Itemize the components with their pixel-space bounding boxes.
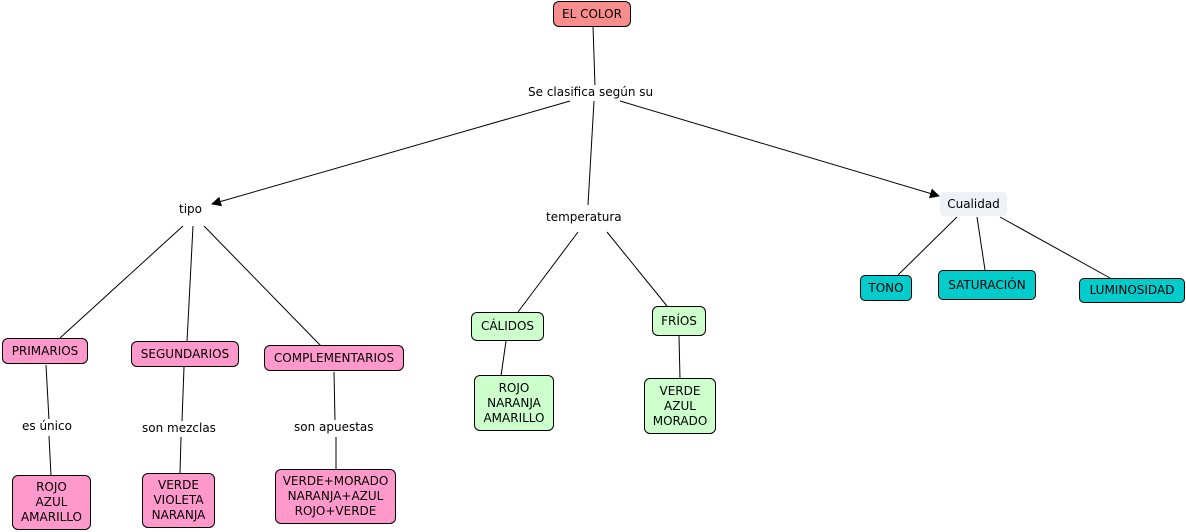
edge-segundarios-link: [181, 366, 185, 422]
segundarios-node[interactable]: SEGUNDARIOS: [131, 341, 239, 367]
root-node[interactable]: EL COLOR: [553, 1, 631, 27]
tipo-concept[interactable]: tipo: [177, 202, 204, 217]
calidos-items[interactable]: ROJO NARANJA AMARILLO: [474, 375, 554, 431]
edge-cualidad-saturacion: [976, 216, 986, 271]
tono-node[interactable]: TONO: [860, 275, 912, 301]
edge-temperatura-frios: [606, 231, 668, 307]
calidos-node[interactable]: CÁLIDOS: [471, 312, 544, 341]
saturacion-node[interactable]: SATURACIÓN: [938, 270, 1036, 300]
complementarios-node[interactable]: COMPLEMENTARIOS: [264, 345, 404, 371]
edge-link-primarios-items: [48, 435, 52, 477]
primarios-items[interactable]: ROJO AZUL AMARILLO: [12, 475, 91, 530]
root-link-phrase: Se clasifica según su: [526, 85, 656, 100]
edge-cualidad-luminosidad: [999, 216, 1111, 279]
edge-calidos-items: [500, 340, 507, 377]
edge-complementarios-link: [333, 371, 336, 422]
edge-frios-items: [678, 335, 681, 380]
edge-link-segundarios-items: [179, 436, 182, 474]
edge-link-cualidad: [619, 100, 940, 199]
edge-tipo-segundarios: [186, 225, 194, 343]
segundarios-items[interactable]: VERDE VIOLETA NARANJA: [142, 473, 215, 528]
frios-items[interactable]: VERDE AZUL MORADO: [644, 378, 716, 434]
primarios-node[interactable]: PRIMARIOS: [2, 338, 88, 364]
cualidad-concept[interactable]: Cualidad: [940, 192, 1007, 216]
edge-temperatura-calidos: [517, 231, 579, 313]
complementarios-items[interactable]: VERDE+MORADO NARANJA+AZUL ROJO+VERDE: [275, 469, 396, 524]
edge-link-tipo: [211, 100, 571, 207]
edge-root-link: [592, 25, 596, 87]
edge-tipo-primarios: [59, 225, 184, 339]
temperatura-concept[interactable]: temperatura: [544, 210, 624, 225]
edge-link-temperatura: [587, 100, 595, 206]
edge-primarios-link: [45, 364, 50, 421]
luminosidad-node[interactable]: LUMINOSIDAD: [1079, 278, 1185, 303]
frios-node[interactable]: FRÍOS: [652, 306, 706, 336]
segundarios-link-phrase: son mezclas: [140, 421, 218, 436]
edge-tipo-complementarios: [203, 225, 322, 347]
complementarios-link-phrase: son apuestas: [292, 420, 376, 435]
edge-cualidad-tono: [897, 216, 958, 276]
primarios-link-phrase: es único: [20, 419, 74, 434]
